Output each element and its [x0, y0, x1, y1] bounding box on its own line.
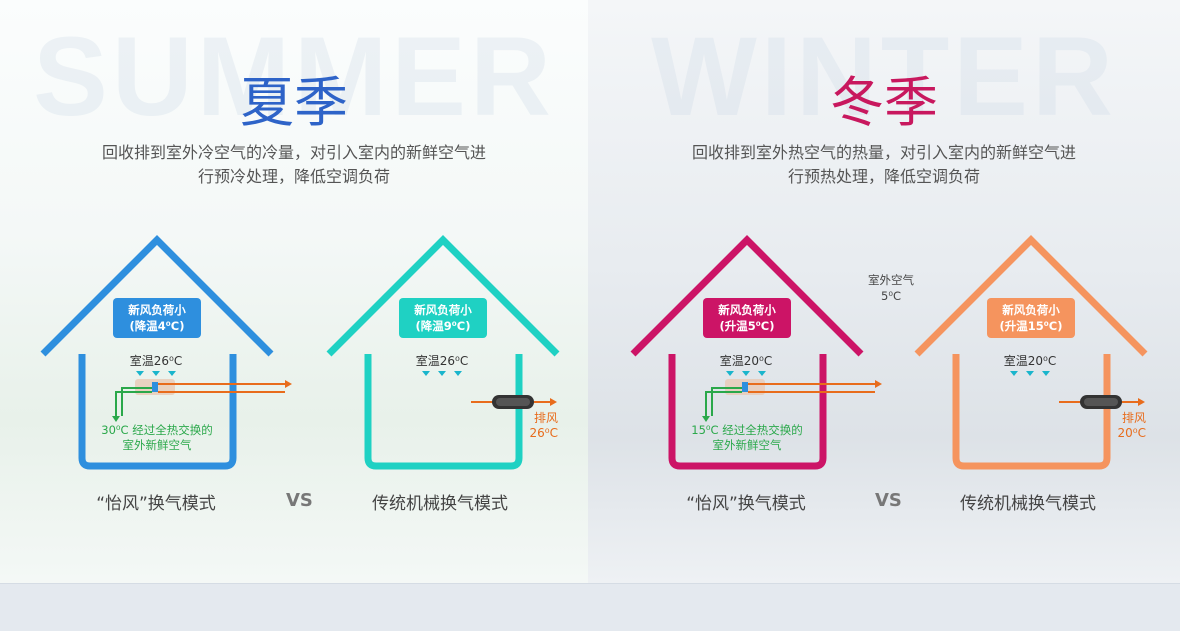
- outdoor-line2: 5⁰C: [881, 289, 901, 303]
- winter-traditional-mode-label: 传统机械换气模式: [960, 494, 1096, 514]
- winter-desc-line1: 回收排到室外热空气的热量，对引入室内的新鲜空气进: [691, 143, 1076, 162]
- badge-line1: 新风负荷小: [128, 303, 186, 317]
- badge-line2: (降温4⁰C): [129, 319, 185, 333]
- summer-desc-line2: 行预冷处理，降低空调负荷: [197, 167, 390, 186]
- summer-traditional-exhaust-label: 排风 26⁰C: [526, 411, 558, 441]
- summer-yifeng-exchange-label: 30⁰C 经过全热交换的 室外新鲜空气: [92, 423, 222, 453]
- outdoor-line1: 室外空气: [868, 273, 914, 287]
- summer-title: 夏季: [240, 71, 348, 134]
- summer-description: 回收排到室外冷空气的冷量，对引入室内的新鲜空气进 行预冷处理，降低空调负荷: [0, 141, 588, 189]
- summer-traditional-mode-label: 传统机械换气模式: [372, 494, 508, 514]
- bottom-strip: [0, 583, 1180, 631]
- winter-yifeng-house: 新风负荷小 (升温5⁰C) 室温20⁰C 15⁰C 经过全热交换的 室外新鲜空气: [630, 235, 890, 476]
- summer-traditional-room-temp: 室温26⁰C: [415, 354, 469, 368]
- winter-title: 冬季: [830, 71, 938, 134]
- badge-line2: (降温9⁰C): [415, 319, 471, 333]
- exhaust-line2: 26⁰C: [529, 426, 558, 440]
- winter-outdoor-air-label: 室外空气 5⁰C: [856, 272, 926, 304]
- exhaust-line1: 排风: [533, 411, 558, 425]
- badge-line2: (升温5⁰C): [719, 319, 775, 333]
- winter-traditional-badge: 新风负荷小 (升温15⁰C): [987, 298, 1075, 338]
- summer-yifeng-badge: 新风负荷小 (降温4⁰C): [113, 298, 201, 338]
- badge-line1: 新风负荷小: [1002, 303, 1060, 317]
- exchange-line2: 室外新鲜空气: [122, 438, 192, 452]
- badge-line1: 新风负荷小: [718, 303, 776, 317]
- winter-traditional-house: 新风负荷小 (升温15⁰C) 室温20⁰C 排风 20⁰C: [914, 235, 1176, 476]
- summer-panel: SUMMER 夏季 回收排到室外冷空气的冷量，对引入室内的新鲜空气进 行预冷处理…: [0, 0, 588, 583]
- summer-traditional-badge: 新风负荷小 (降温9⁰C): [399, 298, 487, 338]
- summer-watermark: SUMMER: [33, 14, 555, 139]
- summer-yifeng-mode-label: “怡风”换气模式: [96, 494, 216, 514]
- summer-yifeng-house-outline: [40, 235, 292, 470]
- winter-description: 回收排到室外热空气的热量，对引入室内的新鲜空气进 行预热处理，降低空调负荷: [588, 141, 1180, 189]
- winter-watermark: WINTER: [651, 14, 1117, 139]
- summer-traditional-house: 新风负荷小 (降温9⁰C) 室温26⁰C 排风 26⁰C: [326, 235, 586, 476]
- summer-traditional-house-outline: [326, 235, 560, 470]
- winter-desc-line2: 行预热处理，降低空调负荷: [787, 167, 980, 186]
- badge-line1: 新风负荷小: [414, 303, 472, 317]
- exchange-line1: 15⁰C 经过全热交换的: [691, 423, 803, 437]
- summer-desc-line1: 回收排到室外冷空气的冷量，对引入室内的新鲜空气进: [101, 143, 486, 162]
- exchange-line2: 室外新鲜空气: [712, 438, 782, 452]
- winter-traditional-room-temp: 室温20⁰C: [1003, 354, 1057, 368]
- badge-line2: (升温15⁰C): [999, 319, 1063, 333]
- winter-panel: WINTER 冬季 回收排到室外热空气的热量，对引入室内的新鲜空气进 行预热处理…: [588, 0, 1180, 583]
- winter-yifeng-room-temp: 室温20⁰C: [719, 354, 773, 368]
- summer-vs-label: VS: [286, 490, 313, 511]
- exhaust-line2: 20⁰C: [1117, 426, 1146, 440]
- winter-traditional-exhaust-label: 排风 20⁰C: [1114, 411, 1146, 441]
- winter-yifeng-mode-label: “怡风”换气模式: [686, 494, 806, 514]
- winter-yifeng-exchange-label: 15⁰C 经过全热交换的 室外新鲜空气: [682, 423, 812, 453]
- exchange-line1: 30⁰C 经过全热交换的: [101, 423, 213, 437]
- winter-vs-label: VS: [875, 490, 902, 511]
- exhaust-line1: 排风: [1121, 411, 1146, 425]
- winter-yifeng-badge: 新风负荷小 (升温5⁰C): [703, 298, 791, 338]
- summer-yifeng-room-temp: 室温26⁰C: [129, 354, 183, 368]
- winter-yifeng-house-outline: [630, 235, 882, 470]
- summer-yifeng-house: 新风负荷小 (降温4⁰C) 室温26⁰C 30⁰C 经过全热交换的 室外新鲜空气: [40, 235, 300, 476]
- winter-traditional-house-outline: [914, 235, 1148, 470]
